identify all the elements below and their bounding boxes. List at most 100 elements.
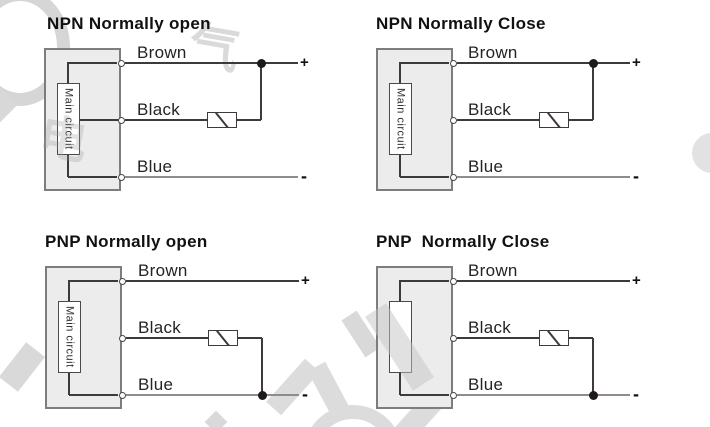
black-wire [125, 119, 207, 121]
diagram-title: PNP Normally Close [376, 232, 550, 251]
wire-label-brown: Brown [468, 43, 518, 62]
junction-drop-wire [592, 63, 594, 120]
blue-wire [125, 176, 298, 178]
internal-riser-top [68, 280, 70, 301]
junction-drop-wire [592, 338, 594, 395]
brown-wire [457, 280, 630, 282]
main-circuit-label: Main circuit [62, 88, 75, 150]
internal-riser-top [399, 280, 401, 301]
wire-label-blue: Blue [468, 157, 504, 176]
wire-label-black: Black [138, 318, 182, 337]
diagram-title: NPN Normally Close [376, 14, 546, 33]
internal-wire-black [80, 119, 121, 121]
black-wire-to-junction [237, 119, 261, 121]
internal-riser-bottom [67, 155, 69, 177]
wire-label-brown: Brown [138, 261, 188, 280]
blue-wire [457, 176, 630, 178]
internal-wire-brown [400, 62, 449, 64]
diagram-npn-normally-open: NPN Normally open Main circuit Brown Bla… [44, 14, 324, 193]
blue-wire [126, 394, 299, 396]
junction-drop-wire [261, 338, 263, 395]
black-wire-to-junction [238, 337, 262, 339]
diagram-npn-normally-close: NPN Normally Close Main circuit Brown Bl… [376, 14, 656, 193]
internal-riser-top [399, 62, 401, 83]
minus-terminal-label: - [633, 384, 639, 405]
wire-label-blue: Blue [137, 157, 173, 176]
terminal-circle-black [117, 116, 125, 124]
brown-wire [126, 280, 299, 282]
diagram-pnp-normally-open: PNP Normally open Main circuit Brown Bla… [45, 232, 325, 411]
terminal-circle-brown [449, 59, 457, 67]
load-icon [207, 112, 237, 128]
internal-riser-bottom [68, 373, 70, 395]
main-circuit-box [389, 301, 412, 373]
brown-wire [457, 62, 630, 64]
terminal-circle-blue [449, 173, 457, 181]
main-circuit-box: Main circuit [389, 83, 412, 155]
sensor-body-box [45, 266, 122, 409]
plus-terminal-label: + [632, 272, 641, 290]
watermark-fragment-top-left [0, 86, 18, 124]
main-circuit-box: Main circuit [57, 83, 80, 155]
junction-dot [257, 390, 267, 400]
terminal-circle-blue [449, 391, 457, 399]
plus-terminal-label: + [300, 54, 309, 72]
plus-terminal-label: + [632, 54, 641, 72]
watermark-fragment-left-of-pnp-nc [341, 310, 381, 358]
internal-wire-blue [400, 394, 449, 396]
load-slash-line [216, 330, 230, 346]
load-slash-line [547, 112, 561, 128]
diagram-title: PNP Normally open [45, 232, 208, 251]
internal-riser-bottom [399, 155, 401, 177]
internal-wire-brown [400, 280, 449, 282]
diagram-title: NPN Normally open [47, 14, 211, 33]
watermark-wedge-left [0, 342, 46, 392]
plus-terminal-label: + [301, 272, 310, 290]
blue-wire [457, 394, 630, 396]
watermark-triangle-bottom [204, 410, 228, 427]
black-wire [457, 119, 539, 121]
wire-label-brown: Brown [137, 43, 187, 62]
wire-label-black: Black [468, 100, 512, 119]
black-wire [126, 337, 208, 339]
terminal-circle-brown [117, 59, 125, 67]
junction-dot [588, 390, 598, 400]
internal-riser-bottom [399, 373, 401, 395]
wire-label-blue: Blue [138, 375, 174, 394]
terminal-circle-blue [117, 173, 125, 181]
wire-label-black: Black [468, 318, 512, 337]
minus-terminal-label: - [301, 166, 307, 187]
internal-wire-blue [68, 176, 117, 178]
minus-terminal-label: - [633, 166, 639, 187]
internal-riser-top [67, 62, 69, 83]
minus-terminal-label: - [302, 384, 308, 405]
load-icon [539, 330, 569, 346]
main-circuit-box: Main circuit [58, 301, 81, 373]
watermark-ring-right [692, 133, 710, 173]
terminal-circle-black [118, 334, 126, 342]
sensor-body-box [376, 266, 453, 409]
internal-wire-blue [69, 394, 118, 396]
terminal-circle-blue [118, 391, 126, 399]
black-wire-to-junction [569, 337, 593, 339]
load-slash-line [547, 330, 561, 346]
diagram-pnp-normally-close: PNP Normally Close Brown Black Blue + - [376, 232, 656, 411]
wire-label-brown: Brown [468, 261, 518, 280]
black-wire-to-junction [569, 119, 593, 121]
wire-label-black: Black [137, 100, 181, 119]
junction-dot [588, 58, 598, 68]
internal-wire-brown [68, 62, 117, 64]
junction-dot [256, 58, 266, 68]
internal-wire-brown [69, 280, 118, 282]
sensor-body-box [376, 48, 453, 191]
main-circuit-label: Main circuit [394, 88, 407, 150]
junction-drop-wire [260, 63, 262, 120]
load-slash-line [215, 112, 229, 128]
main-circuit-label: Main circuit [63, 306, 76, 368]
terminal-circle-black [449, 116, 457, 124]
terminal-circle-black [449, 334, 457, 342]
terminal-circle-brown [118, 277, 126, 285]
terminal-circle-brown [449, 277, 457, 285]
wire-label-blue: Blue [468, 375, 504, 394]
